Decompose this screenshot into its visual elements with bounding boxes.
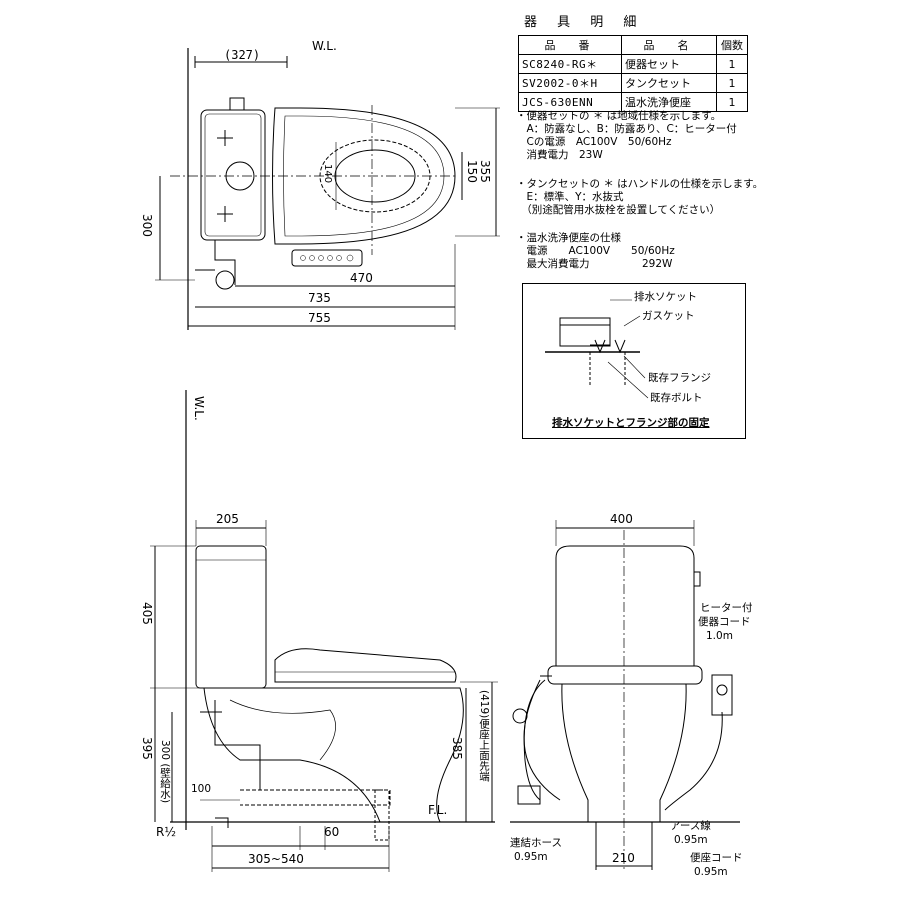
parts-table-header-row: 品 番 品 名 個数	[518, 35, 748, 55]
heater-cord-label-3: 1.0m	[706, 630, 733, 642]
header-qty: 個数	[716, 35, 748, 55]
row-code: JCS-630ENN	[518, 92, 622, 112]
dim-305-540: 305~540	[248, 852, 304, 866]
dim-470: 470	[350, 271, 373, 285]
drain-detail-drawing	[545, 299, 649, 399]
dim-385: 385	[450, 737, 464, 760]
label-existing-flange: 既存フランジ	[648, 372, 711, 384]
dim-60: 60	[324, 825, 340, 839]
dim-205: 205	[216, 512, 239, 526]
floor-line-label: F.L.	[428, 803, 448, 817]
row-code: SC8240-RG＊	[518, 54, 622, 74]
header-code: 品 番	[518, 35, 622, 55]
row-code: SV2002-0＊H	[518, 73, 622, 93]
heater-cord-label-1: ヒーター付	[700, 602, 753, 614]
drain-detail-box	[522, 283, 746, 439]
note-line: 最大消費電力 292W	[516, 258, 673, 270]
heater-cord-label-2: 便器コード	[698, 616, 751, 628]
dim-150: 150	[465, 160, 479, 183]
seat-cord-label-1: 便座コード	[690, 852, 743, 864]
notes-seat: ・温水洗浄便座の仕様 電源 AC100V 50/60Hz 最大消費電力 292W	[516, 232, 675, 271]
note-line: ・便器セットの ＊ は地域仕様を示します。	[516, 110, 722, 122]
dim-755: 755	[308, 311, 331, 325]
seat-cord-label-2: 0.95m	[694, 866, 728, 878]
earth-wire-label-2: 0.95m	[674, 834, 708, 846]
note-line: 消費電力 23W	[516, 149, 603, 161]
dim-100: 100	[191, 783, 212, 795]
dim-735: 735	[308, 291, 331, 305]
dim-419: (419)便座上面先端	[478, 690, 490, 782]
table-row: SC8240-RG＊ 便器セット 1	[518, 54, 748, 74]
note-line: A：防露なし、B：防露あり、C：ヒーター付	[516, 123, 737, 135]
row-name: 温水洗浄便座	[621, 92, 717, 112]
plan-view	[155, 48, 500, 330]
parts-table: 品 番 品 名 個数 SC8240-RG＊ 便器セット 1 SV2002-0＊H…	[518, 35, 748, 112]
note-line: Cの電源 AC100V 50/60Hz	[516, 136, 672, 148]
note-line: ・温水洗浄便座の仕様	[516, 232, 621, 244]
dim-300-wall: 300 (壁給水)	[159, 740, 171, 804]
label-gasket: ガスケット	[642, 310, 695, 322]
dim-210: 210	[612, 851, 635, 865]
table-row: JCS-630ENN 温水洗浄便座 1	[518, 92, 748, 112]
label-drain-socket: 排水ソケット	[634, 291, 697, 303]
header-name: 品 名	[621, 35, 717, 55]
notes-bowl: ・便器セットの ＊ は地域仕様を示します。 A：防露なし、B：防露あり、C：ヒー…	[516, 110, 737, 162]
dim-400: 400	[610, 512, 633, 526]
parts-table-title: 器 具 明 細	[524, 15, 645, 30]
dim-327: (327)	[224, 48, 261, 62]
dim-300-plan: 300	[140, 214, 154, 237]
dim-405: 405	[140, 602, 154, 625]
notes-tank: ・タンクセットの ＊ はハンドルの仕様を示します。 E：標準、Y：水抜式 （別途…	[516, 178, 763, 217]
row-qty: 1	[716, 54, 748, 74]
hose-label-1: 連結ホース	[510, 837, 562, 849]
pipe-thread-label: R½	[156, 825, 176, 839]
dim-140: 140	[322, 164, 333, 184]
plan-wl-label: W.L.	[312, 39, 337, 53]
dim-395: 395	[140, 737, 154, 760]
side-view	[150, 390, 498, 872]
note-line: 電源 AC100V 50/60Hz	[516, 245, 675, 257]
front-view	[510, 520, 740, 870]
row-qty: 1	[716, 73, 748, 93]
side-wl-label: W.L.	[192, 396, 206, 421]
row-name: 便器セット	[621, 54, 717, 74]
row-qty: 1	[716, 92, 748, 112]
table-row: SV2002-0＊H タンクセット 1	[518, 73, 748, 93]
label-existing-bolt: 既存ボルト	[650, 392, 703, 404]
hose-label-2: 0.95m	[514, 851, 548, 863]
note-line: （別途配管用水抜栓を設置してください）	[516, 204, 721, 216]
earth-wire-label-1: アース線	[670, 820, 711, 832]
row-name: タンクセット	[621, 73, 717, 93]
dim-355: 355	[478, 160, 492, 183]
note-line: E：標準、Y：水抜式	[516, 191, 624, 203]
detail-caption: 排水ソケットとフランジ部の固定	[552, 417, 710, 429]
note-line: ・タンクセットの ＊ はハンドルの仕様を示します。	[516, 178, 764, 190]
